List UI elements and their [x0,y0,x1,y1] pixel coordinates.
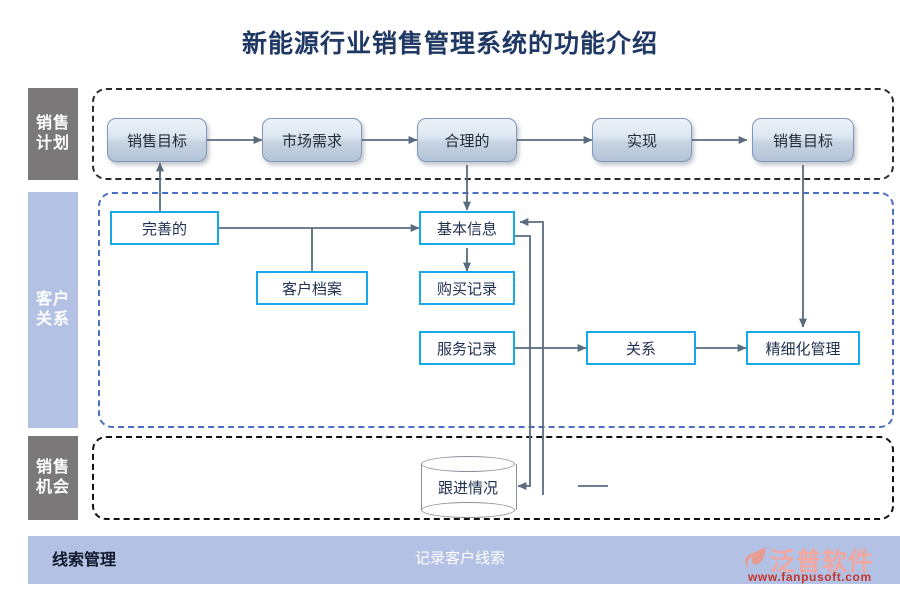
logo-url: www.fanpusoft.com [748,570,872,584]
logo-wordmark: 泛普软件 [770,548,875,576]
brand-logo[interactable]: 泛普软件 www.fanpusoft.com [742,541,894,587]
customer-relations-frame [98,192,894,428]
footer-center-label: 记录客户线索 [414,550,505,567]
node-realize[interactable]: 实现 [592,118,692,162]
node-label: 客户档案 [281,280,342,298]
band-sales-opportunity-line2: 机会 [35,479,70,496]
node-refined-management[interactable]: 精细化管理 [746,331,860,365]
node-label: 销售目标 [126,132,187,150]
node-label: 销售目标 [772,132,833,150]
node-label: 基本信息 [436,220,497,238]
node-label: 购买记录 [436,280,497,298]
node-label: 精细化管理 [765,340,841,358]
node-service-record[interactable]: 服务记录 [419,331,515,365]
band-customer-relations-line1: 客户 [35,291,70,308]
page-title: 新能源行业销售管理系统的功能介绍 [241,30,658,58]
band-customer-relations-line2: 关系 [35,311,70,328]
node-label: 服务记录 [436,340,497,358]
node-label: 完善的 [141,220,187,238]
cylinder-bottom [421,502,515,518]
node-purchase-record[interactable]: 购买记录 [419,271,515,305]
band-sales-opportunity[interactable]: 销售 机会 [28,436,78,520]
node-reasonable[interactable]: 合理的 [417,118,517,162]
node-sales-target-2[interactable]: 销售目标 [752,118,854,162]
node-label: 市场需求 [281,132,342,150]
node-relationship[interactable]: 关系 [586,331,696,365]
cylinder-top [421,456,515,472]
node-market-demand[interactable]: 市场需求 [262,118,362,162]
node-basic-info[interactable]: 基本信息 [419,211,515,245]
node-sales-target-1[interactable]: 销售目标 [107,118,207,162]
fanpu-logo-icon [745,547,766,568]
footer-left-label: 线索管理 [52,552,117,569]
band-sales-plan[interactable]: 销售 计划 [28,88,78,180]
node-label: 实现 [626,132,657,150]
node-complete[interactable]: 完善的 [110,211,219,245]
band-sales-plan-line2: 计划 [35,135,70,152]
band-customer-relations[interactable]: 客户 关系 [28,192,78,428]
node-label: 关系 [625,340,656,358]
node-label: 合理的 [444,132,490,150]
node-follow-up-status[interactable]: 跟进情况 [421,456,517,518]
node-customer-archive[interactable]: 客户档案 [256,271,368,305]
sales-plan-frame [92,88,894,180]
node-label: 跟进情况 [437,479,498,497]
band-sales-plan-line1: 销售 [35,115,70,132]
sales-opportunity-frame [92,436,894,520]
band-sales-opportunity-line1: 销售 [35,459,70,476]
